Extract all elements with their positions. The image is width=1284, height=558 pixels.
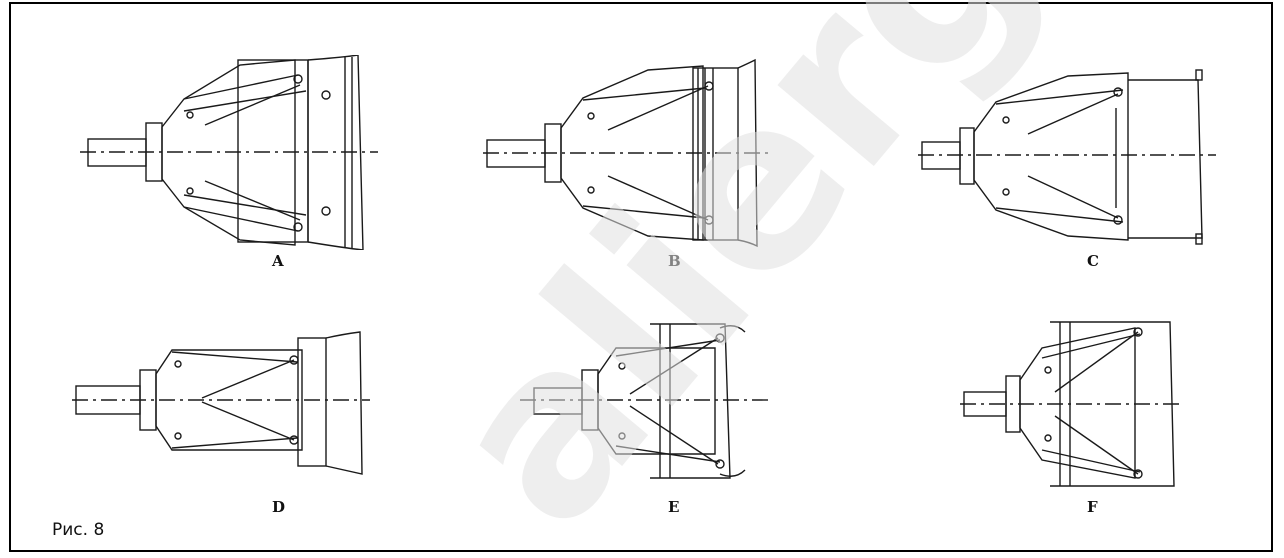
panel-label-d: D: [272, 498, 286, 516]
panel-label-e: E: [668, 498, 680, 516]
figure-caption: Рис. 8: [52, 520, 105, 540]
mechanism-diagram-d: [72, 330, 372, 475]
mechanism-diagram-c: [918, 68, 1218, 246]
panel-label-f: F: [1087, 498, 1098, 516]
panel-label-b: B: [668, 252, 681, 270]
panel-label-c: C: [1087, 252, 1099, 270]
mechanism-diagram-e: [520, 318, 770, 483]
panel-label-a: A: [272, 252, 284, 270]
mechanism-diagram-a: [80, 55, 380, 250]
mechanism-diagram-f: [960, 318, 1182, 488]
mechanism-diagram-b: [483, 58, 773, 248]
